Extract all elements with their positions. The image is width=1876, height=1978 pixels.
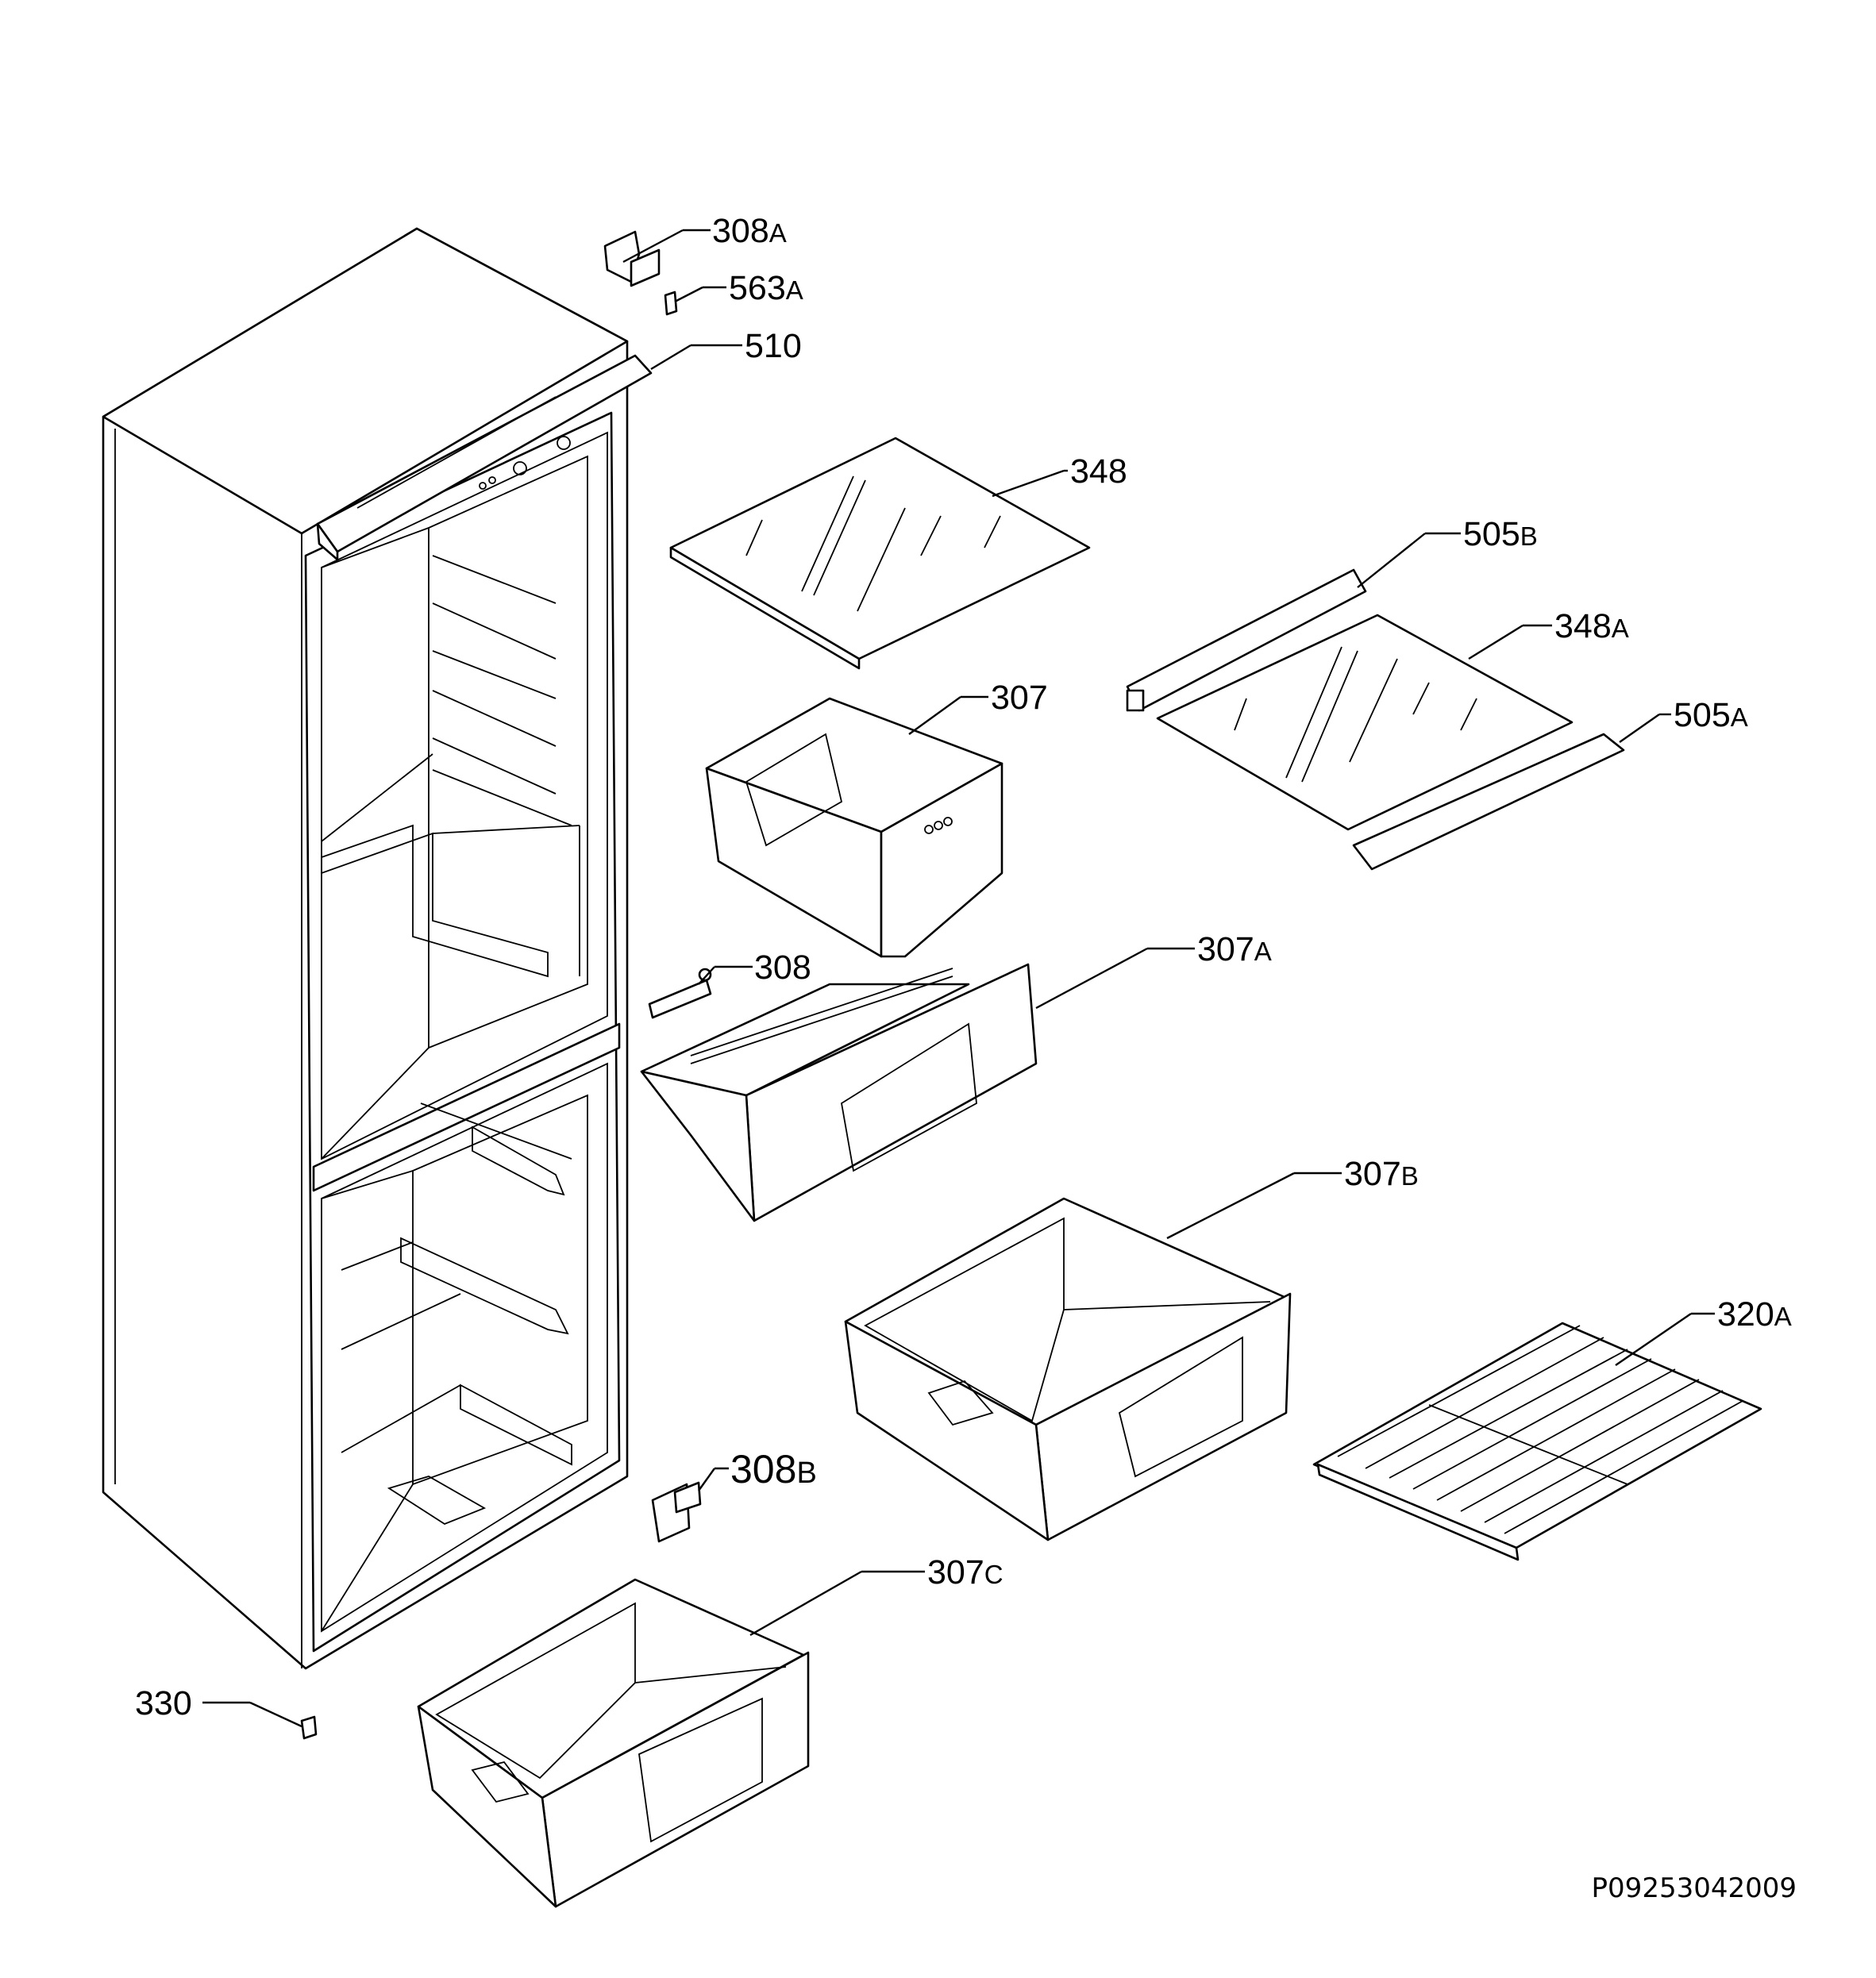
drawer-a-part	[640, 963, 1038, 1222]
part-label-307a: 307A	[1197, 930, 1272, 968]
leader-lines	[202, 229, 1715, 1728]
lower-hinge-part	[651, 1481, 702, 1543]
hinge-bracket-part	[603, 230, 661, 287]
drawer-b-part	[844, 1197, 1292, 1541]
dairy-box-part	[705, 697, 1003, 958]
control-panel-part	[316, 354, 653, 561]
part-label-307b: 307B	[1344, 1155, 1419, 1193]
diagram-code: P09253042009	[1592, 1872, 1797, 1904]
part-label-320a: 320A	[1717, 1295, 1792, 1333]
part-label-348a: 348A	[1554, 607, 1629, 645]
part-label-308b: 308B	[730, 1447, 817, 1491]
part-label-563a: 563A	[729, 269, 803, 307]
screw-part	[664, 291, 678, 316]
wire-shelf-part	[1312, 1322, 1762, 1561]
drawer-c-part	[417, 1578, 810, 1908]
part-label-348: 348	[1070, 452, 1127, 491]
glass-shelf-with-trims-part	[1126, 568, 1625, 871]
part-label-505b: 505B	[1463, 515, 1538, 553]
hinge-part	[648, 968, 712, 1019]
foot-screw-part	[300, 1715, 318, 1740]
part-label-308: 308	[754, 949, 811, 987]
part-label-307: 307	[991, 679, 1048, 717]
part-label-307c: 307C	[927, 1553, 1003, 1591]
fridge-cabinet	[102, 227, 629, 1670]
part-label-505a: 505A	[1674, 696, 1748, 734]
part-label-330: 330	[135, 1684, 192, 1722]
part-label-308a: 308A	[712, 212, 787, 250]
part-label-510: 510	[745, 327, 802, 365]
glass-shelf-part	[669, 437, 1091, 670]
